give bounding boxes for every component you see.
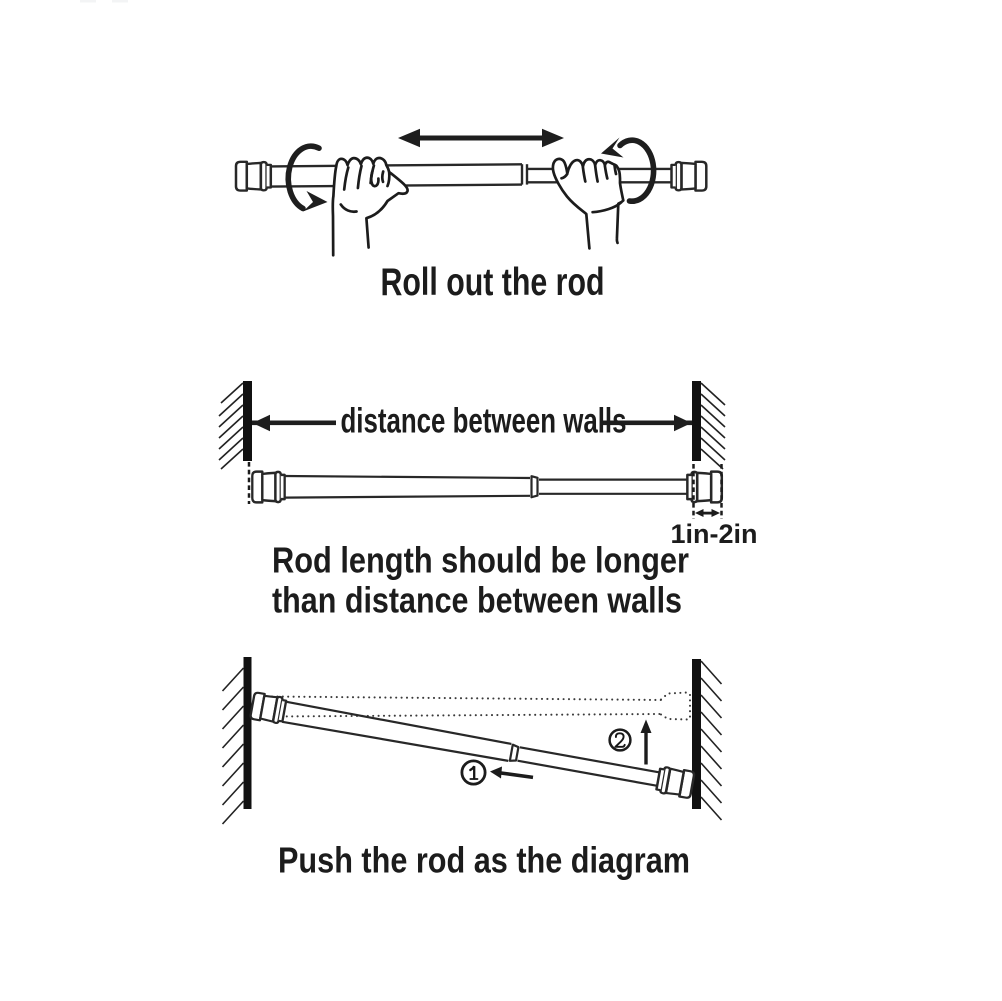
svg-text:than distance between walls: than distance between walls [272, 580, 682, 621]
svg-text:distance between walls: distance between walls [341, 401, 627, 441]
svg-text:Rod length should be longer: Rod length should be longer [272, 540, 689, 581]
svg-text:Push the rod as the diagram: Push the rod as the diagram [278, 840, 690, 881]
svg-text:1in-2in: 1in-2in [671, 519, 758, 549]
svg-text:Roll out the rod: Roll out the rod [381, 261, 605, 304]
